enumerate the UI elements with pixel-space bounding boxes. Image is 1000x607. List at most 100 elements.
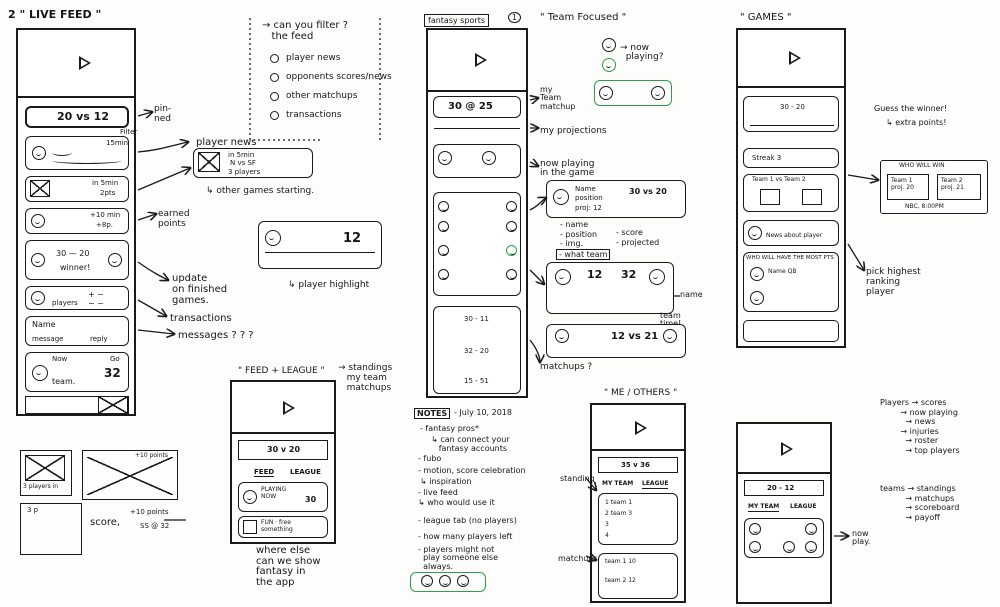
plus-points-note: +10 points	[130, 508, 169, 516]
play-icon[interactable]	[789, 51, 801, 65]
me-others-phone: 35 v 36 MY TEAM LEAGUE 1 team 1 2 team 3…	[590, 403, 686, 603]
now-team-card[interactable]: Now Go 32 team.	[25, 352, 129, 392]
option-checkbox[interactable]	[270, 92, 279, 101]
filter-label: Filter	[120, 128, 138, 136]
play-icon[interactable]	[283, 401, 295, 415]
now-playing-card[interactable]	[433, 144, 521, 178]
play-icon[interactable]	[475, 53, 487, 67]
score-note: score,	[90, 517, 121, 528]
winner-label: winner!	[60, 263, 91, 272]
note-line: - players might not play someone else al…	[418, 545, 499, 571]
transactions-card[interactable]: players + ~− ~	[25, 286, 129, 310]
guess-winner-card[interactable]: Team 1 vs Team 2	[743, 174, 839, 212]
green-score-card[interactable]	[594, 80, 672, 106]
fields-list: - name- position- img.	[560, 220, 598, 249]
avatar	[602, 58, 616, 72]
games-starting-card[interactable]: in 5min 2pts	[25, 176, 129, 202]
score-bar: 30 v 20	[238, 440, 328, 460]
option-checkbox[interactable]	[270, 111, 279, 120]
team2-option[interactable]	[802, 189, 822, 205]
streak-card[interactable]: Streak 3	[743, 148, 839, 168]
matchup-score: 30 @ 25	[448, 101, 493, 112]
filter-option: opponents scores/news	[286, 72, 392, 82]
players-count: 3 players	[228, 168, 261, 176]
other-games-note: ↳ other games starting.	[206, 186, 315, 196]
start-time: in 5min	[228, 151, 255, 159]
video-header	[738, 424, 830, 474]
tab-league[interactable]: LEAGUE	[290, 468, 321, 476]
tab-league[interactable]: LEAGUE	[642, 480, 669, 489]
fields-list-2: - score- projected	[616, 228, 660, 247]
tab-my-team[interactable]: MY TEAM	[602, 480, 634, 487]
player-highlight-card[interactable]: 12	[258, 221, 382, 269]
matchups-card[interactable]: team 1 10 team 2 12	[598, 553, 678, 599]
bottom-card[interactable]	[743, 320, 839, 342]
now-playing-card[interactable]	[744, 518, 824, 558]
pinned-score: 20 vs 12	[57, 110, 109, 123]
standings-card[interactable]: 1 team 1 2 team 3 3 4	[598, 493, 678, 545]
team-scores-card[interactable]: 30 - 11 32 - 20 15 - 51	[433, 306, 521, 394]
video-header	[738, 30, 844, 88]
bottom-card[interactable]	[25, 396, 129, 414]
play-icon[interactable]	[781, 442, 793, 456]
player-highlight-note: ↳ player highlight	[288, 280, 370, 290]
player-news-card[interactable]: News about player	[743, 220, 839, 246]
team-time-note: teamtime!	[660, 311, 681, 328]
score-bar: 35 v 36	[598, 457, 678, 473]
player-news-card[interactable]: 15min	[25, 136, 129, 170]
filter-note-title: → can you filter ? the feed	[262, 20, 349, 42]
score-bar: 20 - 12	[744, 480, 824, 496]
image-placeholder	[30, 180, 50, 197]
games-phone: 30 - 20 Streak 3 Team 1 vs Team 2 News a…	[736, 28, 846, 348]
score: 20 - 12	[767, 484, 795, 492]
message-text: message	[32, 335, 64, 343]
pinned-score-card[interactable]: 20 vs 12	[25, 106, 129, 128]
tab-my-team[interactable]: MY TEAM	[748, 503, 780, 512]
note-line: - motion, score celebration	[418, 466, 526, 475]
games-score-card[interactable]: 30 - 20	[743, 96, 839, 132]
pinned-note: pin-ned	[154, 104, 172, 125]
play-icon[interactable]	[635, 421, 647, 435]
option-checkbox[interactable]	[270, 73, 279, 82]
standing-row: 3	[605, 521, 609, 528]
play-icon[interactable]	[79, 56, 91, 70]
team-score: 32	[104, 366, 121, 380]
matchup-card-2[interactable]: 12 vs 21	[546, 324, 686, 358]
team1-option[interactable]	[760, 189, 780, 205]
players-left-card[interactable]	[410, 572, 486, 592]
standing-note: standing	[560, 474, 595, 483]
team-matchup-card[interactable]: 30 @ 25	[433, 96, 521, 118]
players-notes: Players → scores → now playing → news → …	[880, 398, 960, 455]
team-score: 15 - 51	[464, 377, 489, 385]
reply-button[interactable]: reply	[90, 335, 108, 343]
tab-league[interactable]: LEAGUE	[790, 503, 817, 510]
note-line: ↳ who would use it	[418, 498, 495, 507]
start-time: in 5min	[92, 179, 119, 187]
matchup-card[interactable]: 12 32	[546, 262, 674, 314]
video-header	[232, 382, 334, 434]
matchup-row: team 1 10	[605, 558, 636, 565]
fantasy-tag: fantasy sports	[424, 14, 490, 28]
players-grid-card[interactable]	[433, 192, 521, 296]
finished-game-card[interactable]: 30 — 20 winner!	[25, 240, 129, 280]
most-points-card[interactable]: WHO WILL HAVE THE MOST PTS Name QB	[743, 252, 839, 312]
mini-label: 3 p	[27, 506, 39, 514]
live-feed-title: 2 " LIVE FEED "	[8, 8, 102, 21]
message-card[interactable]: Name message reply	[25, 316, 129, 346]
option-checkbox[interactable]	[270, 54, 279, 63]
player-detail-card[interactable]: Name position proj: 12 30 vs 20	[546, 180, 686, 218]
earned-points-card[interactable]: +10 min +8p.	[25, 208, 129, 234]
tab-feed[interactable]: FEED	[254, 468, 275, 478]
note-line: - live feed	[418, 488, 458, 497]
news-preview-card[interactable]: in 5min N vs SF 3 players	[193, 148, 313, 178]
matchups-note: matchups	[558, 554, 598, 563]
points-value: +8p.	[96, 221, 113, 229]
